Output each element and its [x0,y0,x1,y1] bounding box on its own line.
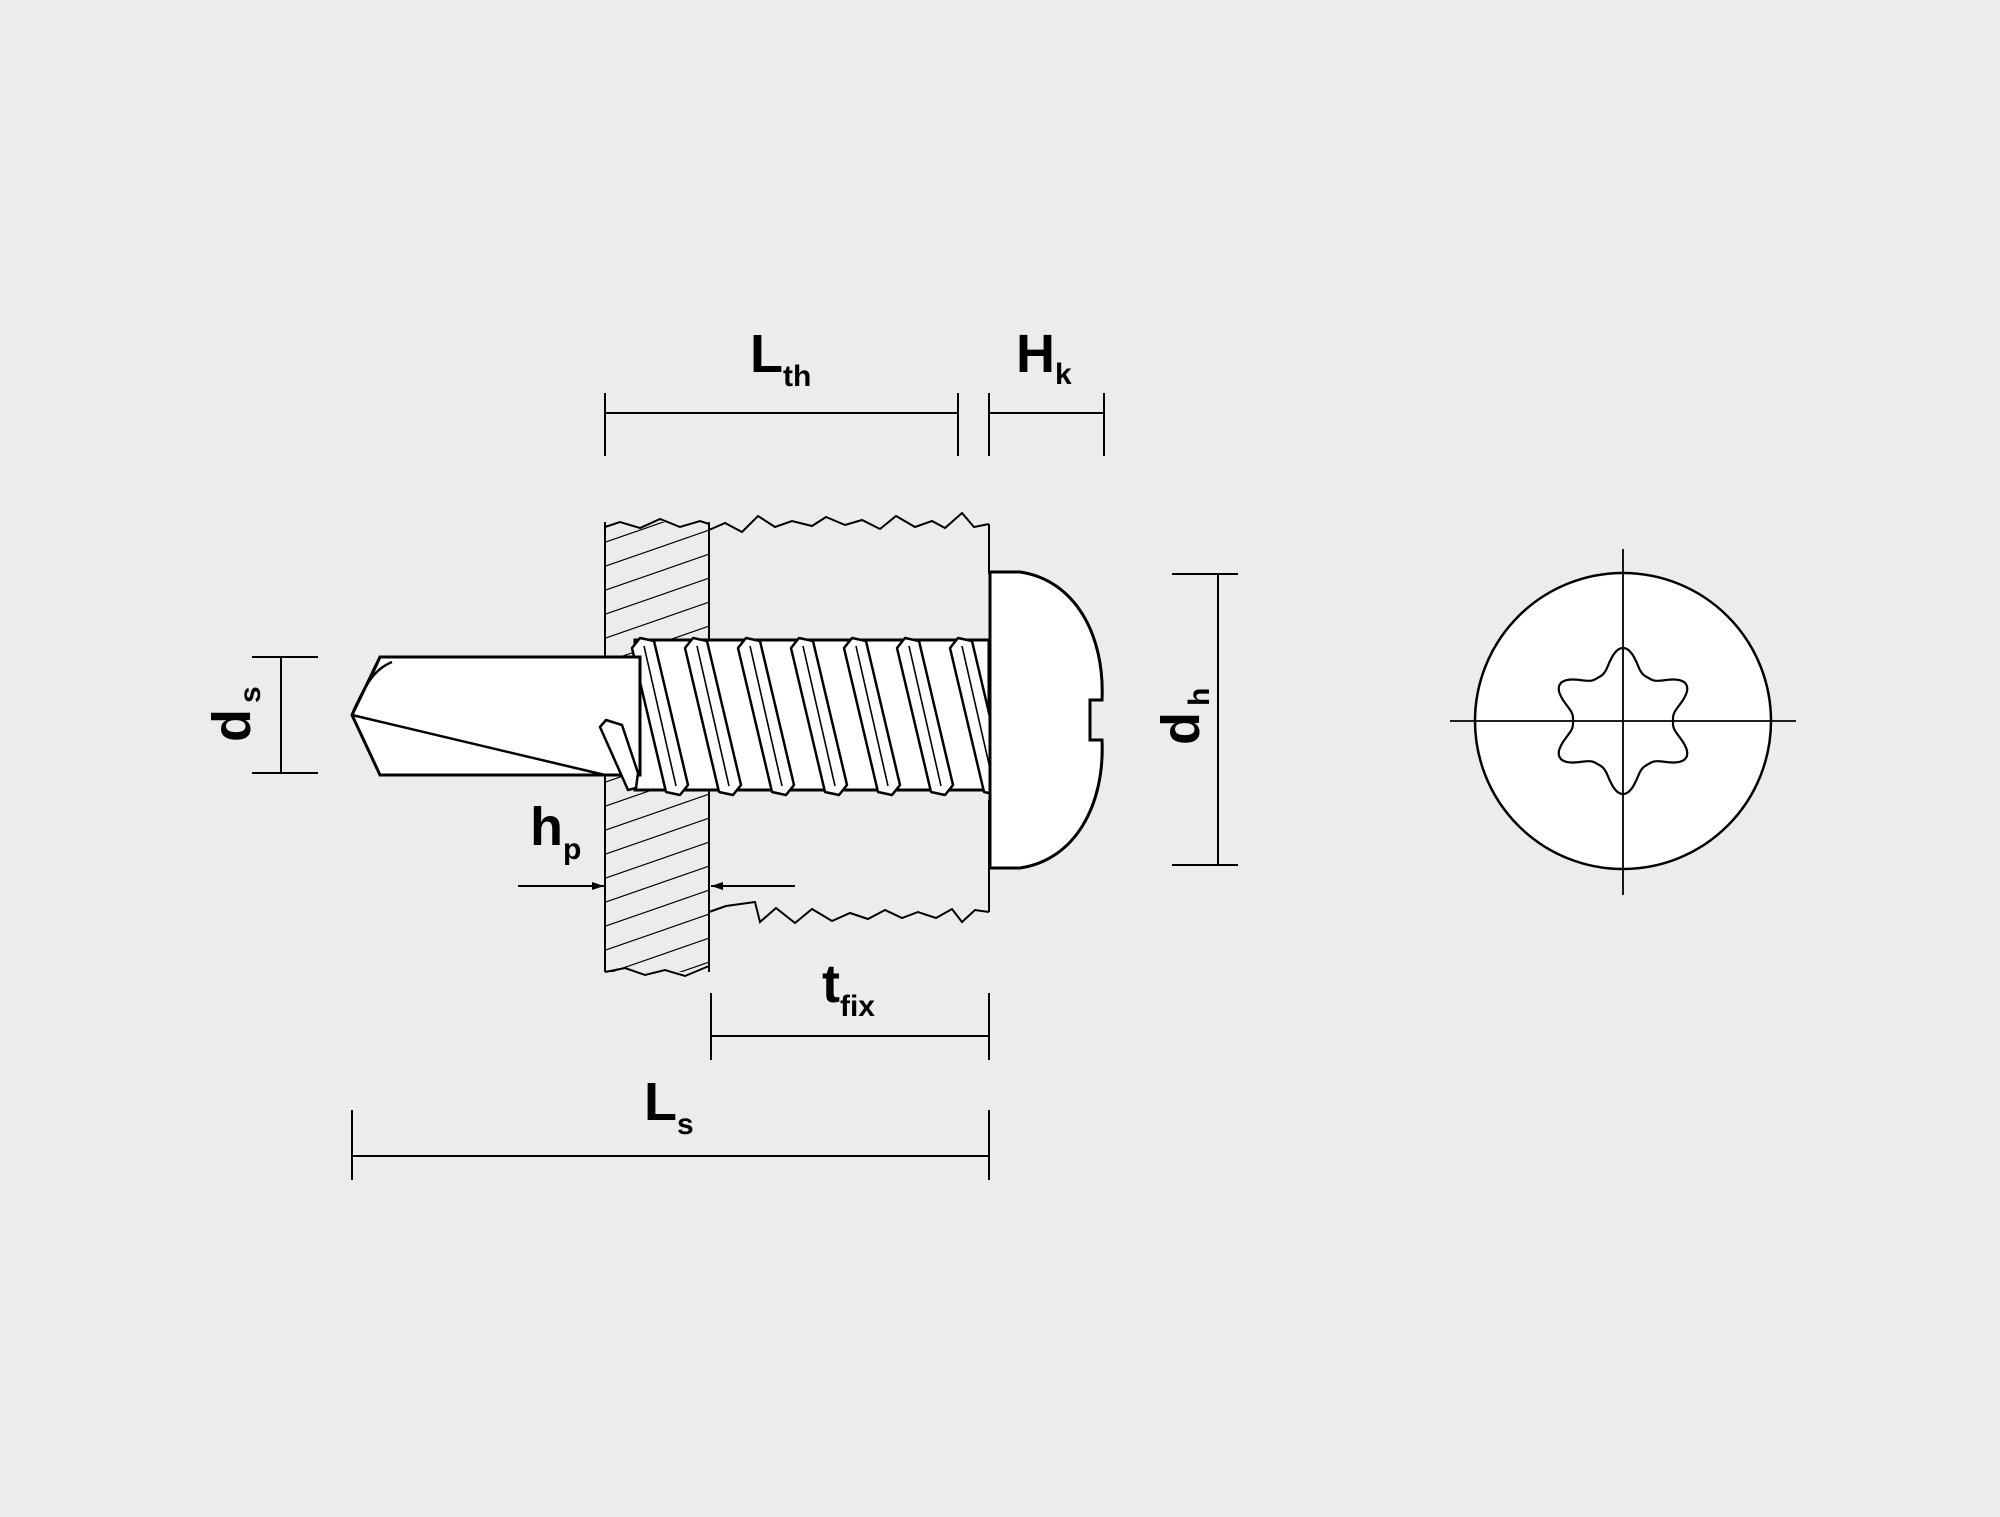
drive-end-view [1450,549,1796,895]
hatch-line [605,793,709,831]
hatch-line [605,522,666,543]
screw [350,636,1008,797]
hatch-line [605,841,709,879]
label-ls: Ls [644,1072,694,1141]
hatch-line [678,961,709,972]
dimension-lines [252,393,1238,1180]
top-break-line [708,511,990,534]
hatch-line [605,865,709,903]
thread-edge [749,645,783,787]
drill-point [350,655,642,777]
hatch-line [600,984,715,1024]
thread-edge [696,645,730,787]
hatch-line [605,913,709,951]
hatch-line [600,1008,715,1048]
label-hk: Hk [1016,324,1072,391]
label-ds: ds [202,686,267,742]
thread-edge [802,645,836,787]
label-dh: dh [1151,688,1216,745]
label-hp: hp [530,797,581,866]
bottom-break-line [708,900,990,925]
screw-head [988,570,1104,870]
hatch-line [605,817,709,855]
hatch-line [600,1032,715,1072]
hatch-line [600,480,715,520]
thread-edge [908,645,942,787]
hatch-line [605,889,709,927]
thread-edge [643,645,677,787]
hatch-line [605,577,709,615]
hatch-line [605,601,709,639]
hatch-line [605,553,709,591]
thread-edge [855,645,889,787]
hatch-line [605,529,709,567]
dimension-labels: Lth Hk hp tfix Ls ds dh [202,324,1216,1141]
label-tfix: tfix [822,954,875,1023]
label-lth: Lth [750,324,811,393]
